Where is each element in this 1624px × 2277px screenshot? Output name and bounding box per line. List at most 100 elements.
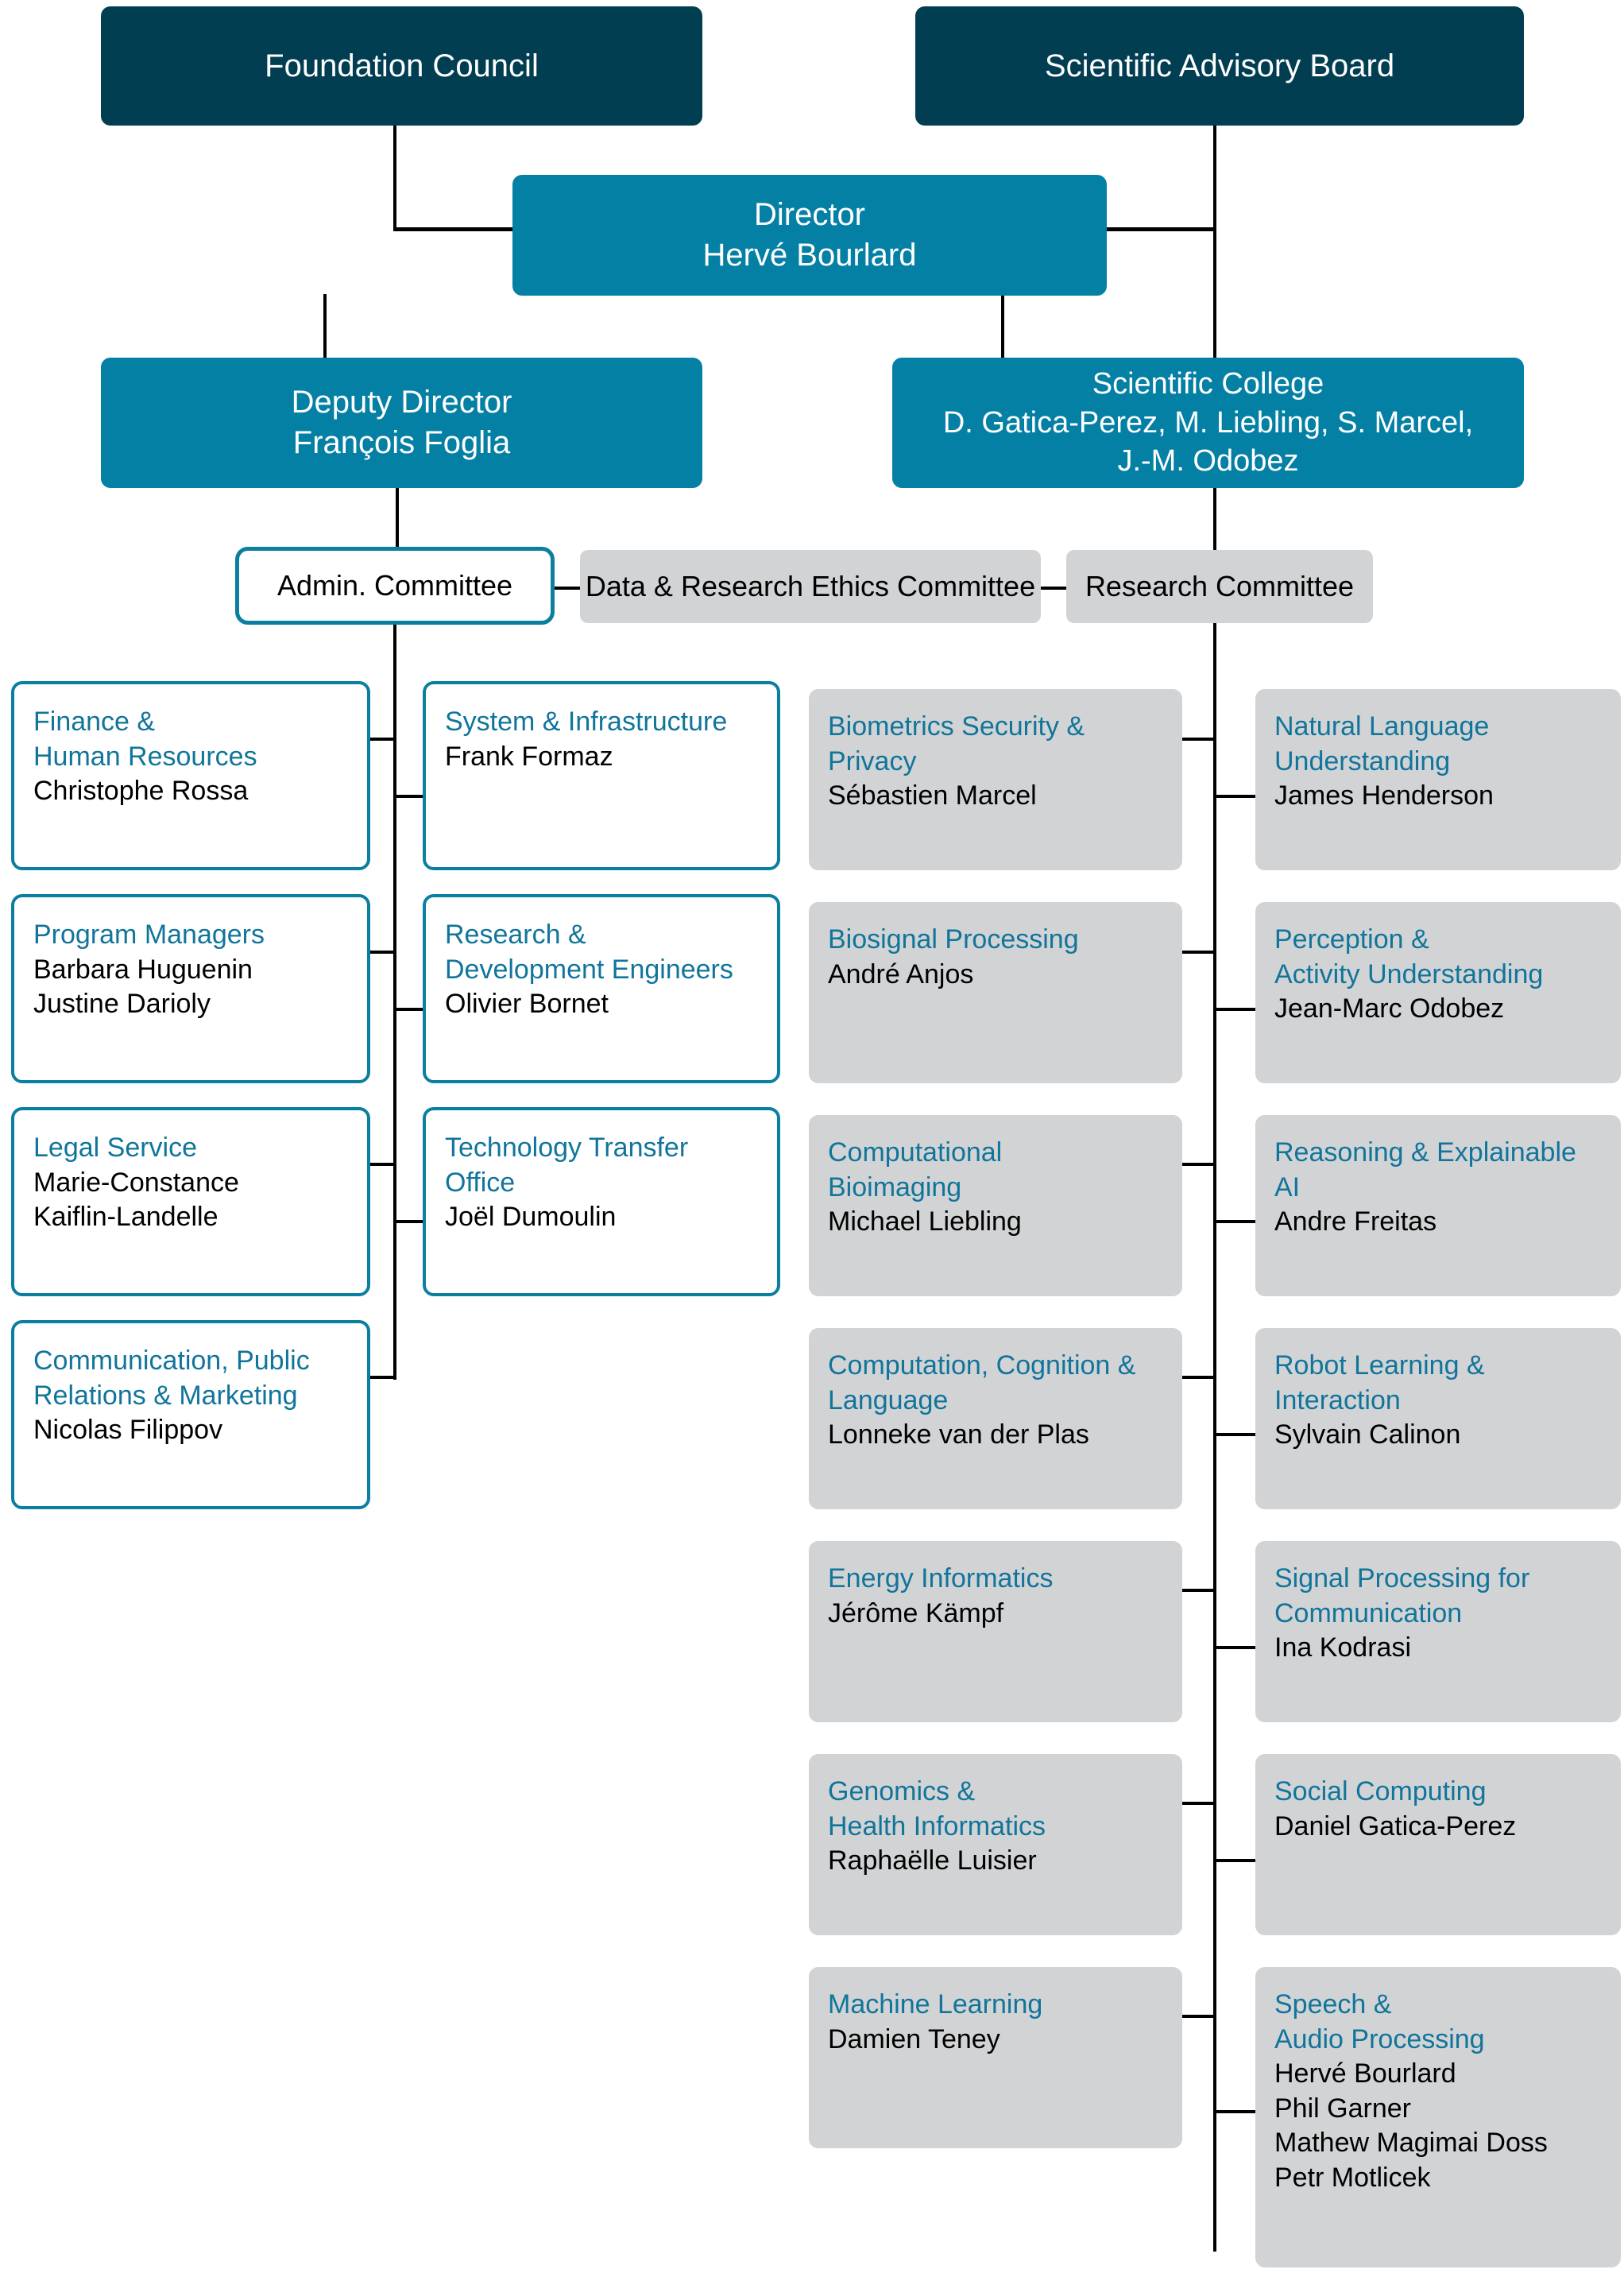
admin-unit-title-line2: Development Engineers — [445, 954, 733, 985]
connector-sab-stem — [1213, 123, 1216, 2252]
research-group-title-line2: Privacy — [828, 745, 917, 776]
research-group-title-line1: Signal Processing for — [1274, 1563, 1530, 1594]
admin-committee-label: Admin. Committee — [276, 569, 513, 602]
connector-foundation-council-to-director — [393, 227, 512, 231]
admin-unit-title-line1: Finance & — [33, 707, 156, 737]
research-group-title-line2: Understanding — [1274, 745, 1451, 776]
data-research-ethics-committee-label: Data & Research Ethics Committee — [585, 570, 1036, 602]
research-group-title-line1: Natural Language — [1274, 711, 1490, 742]
research-group-person: Lonneke van der Plas — [828, 1419, 1089, 1450]
scientific-advisory-board-box[interactable]: Scientific Advisory Board — [915, 6, 1524, 126]
research-group-box[interactable]: Computational Bioimaging Michael Lieblin… — [809, 1115, 1182, 1296]
connector-branch-col2-2 — [396, 1008, 423, 1011]
connector-branch-rg2-7 — [1213, 2110, 1255, 2113]
connector-sab-to-director — [1107, 227, 1216, 231]
research-group-title-line1: Energy Informatics — [828, 1563, 1054, 1594]
research-group-box[interactable]: Robot Learning & Interaction Sylvain Cal… — [1255, 1328, 1621, 1509]
connector-branch-rg2-3 — [1213, 1220, 1255, 1223]
research-group-box[interactable]: Biosignal Processing André Anjos — [809, 902, 1182, 1083]
admin-unit-box[interactable]: System & Infrastructure Frank Formaz — [423, 681, 780, 870]
scientific-college-role-label: Scientific College — [1092, 367, 1324, 401]
deputy-director-box[interactable]: Deputy Director François Foglia — [101, 358, 702, 488]
deputy-director-role-label: Deputy Director — [291, 384, 512, 420]
admin-unit-box[interactable]: Program Managers Barbara Huguenin Justin… — [11, 894, 370, 1083]
connector-branch-rg2-4 — [1213, 1433, 1255, 1436]
research-group-person: James Henderson — [1274, 780, 1494, 811]
research-group-box[interactable]: Signal Processing for Communication Ina … — [1255, 1541, 1621, 1722]
research-group-title-line1: Speech & — [1274, 1989, 1392, 2019]
connector-branch-rg1-4 — [1182, 1376, 1216, 1379]
admin-unit-person: Joël Dumoulin — [445, 1202, 617, 1233]
connector-branch-rg1-1 — [1182, 738, 1216, 741]
admin-unit-box[interactable]: Research & Development Engineers Olivier… — [423, 894, 780, 1083]
research-group-box[interactable]: Energy Informatics Jérôme Kämpf — [809, 1541, 1182, 1722]
connector-branch-col2-3 — [396, 1220, 423, 1223]
admin-unit-person: Marie-Constance — [33, 1167, 239, 1198]
admin-unit-title-line1: Legal Service — [33, 1133, 198, 1163]
connector-deputy-to-admin-committee — [396, 486, 399, 550]
connector-branch-col2-1 — [396, 795, 423, 798]
research-committee-box[interactable]: Research Committee — [1066, 550, 1373, 623]
director-box[interactable]: Director Hervé Bourlard — [512, 175, 1107, 296]
connector-branch-rg2-5 — [1213, 1646, 1255, 1649]
admin-unit-title-line1: Program Managers — [33, 920, 265, 950]
research-group-box[interactable]: Natural Language Understanding James Hen… — [1255, 689, 1621, 870]
research-group-person: Raphaëlle Luisier — [828, 1845, 1037, 1876]
connector-branch-rg1-3 — [1182, 1163, 1216, 1166]
admin-unit-title-line2: Human Resources — [33, 741, 257, 772]
research-group-box[interactable]: Genomics & Health Informatics Raphaëlle … — [809, 1754, 1182, 1935]
research-committee-label: Research Committee — [1085, 570, 1355, 602]
connector-director-to-deputy — [323, 294, 327, 358]
research-group-title-line1: Perception & — [1274, 924, 1429, 955]
research-group-person: Phil Garner — [1274, 2093, 1411, 2124]
director-role-label: Director — [753, 196, 866, 232]
connector-branch-rg2-1 — [1213, 795, 1255, 798]
research-group-box[interactable]: Speech & Audio Processing Hervé Bourlard… — [1255, 1967, 1621, 2267]
data-research-ethics-committee-box[interactable]: Data & Research Ethics Committee — [580, 550, 1041, 623]
research-group-box[interactable]: Social Computing Daniel Gatica-Perez — [1255, 1754, 1621, 1935]
research-group-person: Petr Motlicek — [1274, 2162, 1431, 2193]
research-group-person: Sylvain Calinon — [1274, 1419, 1461, 1450]
admin-unit-box[interactable]: Communication, Public Relations & Market… — [11, 1320, 370, 1509]
admin-unit-title-line1: System & Infrastructure — [445, 707, 728, 737]
research-group-person: Jean-Marc Odobez — [1274, 993, 1505, 1024]
admin-unit-title-line1: Technology Transfer — [445, 1133, 689, 1163]
connector-admin-trunk — [393, 625, 396, 1380]
connector-branch-col1-1 — [370, 738, 396, 741]
admin-committee-box[interactable]: Admin. Committee — [235, 547, 555, 625]
research-group-box[interactable]: Computation, Cognition & Language Lonnek… — [809, 1328, 1182, 1509]
research-group-title-line1: Social Computing — [1274, 1776, 1487, 1806]
scientific-college-box[interactable]: Scientific College D. Gatica-Perez, M. L… — [892, 358, 1524, 488]
research-group-title-line1: Machine Learning — [828, 1989, 1043, 2019]
admin-unit-title-line2: Office — [445, 1167, 516, 1198]
scientific-college-members-line2: J.-M. Odobez — [1117, 444, 1299, 478]
research-group-title-line2: Interaction — [1274, 1384, 1401, 1415]
research-group-title-line2: Bioimaging — [828, 1171, 962, 1202]
research-group-person: Andre Freitas — [1274, 1206, 1437, 1237]
connector-branch-rg1-7 — [1182, 2015, 1216, 2018]
research-group-box[interactable]: Biometrics Security & Privacy Sébastien … — [809, 689, 1182, 870]
connector-branch-rg2-2 — [1213, 1008, 1255, 1011]
scientific-advisory-board-label: Scientific Advisory Board — [1044, 48, 1395, 83]
research-group-box[interactable]: Reasoning & Explainable AI Andre Freitas — [1255, 1115, 1621, 1296]
research-group-title-line2: Activity Understanding — [1274, 958, 1544, 989]
director-name-label: Hervé Bourlard — [702, 238, 917, 273]
foundation-council-label: Foundation Council — [265, 48, 539, 83]
admin-unit-box[interactable]: Technology Transfer Office Joël Dumoulin — [423, 1107, 780, 1296]
connector-admin-to-ethics-committee — [555, 587, 580, 590]
research-group-person: Damien Teney — [828, 2023, 1000, 2054]
research-group-person: Sébastien Marcel — [828, 780, 1037, 811]
admin-unit-person: Frank Formaz — [445, 741, 613, 772]
admin-unit-box[interactable]: Legal Service Marie-Constance Kaiflin-La… — [11, 1107, 370, 1296]
admin-unit-person: Kaiflin-Landelle — [33, 1202, 218, 1233]
research-group-title-line1: Biosignal Processing — [828, 924, 1079, 955]
research-group-person: André Anjos — [828, 958, 974, 989]
research-group-box[interactable]: Perception & Activity Understanding Jean… — [1255, 902, 1621, 1083]
admin-unit-box[interactable]: Finance & Human Resources Christophe Ros… — [11, 681, 370, 870]
connector-branch-rg1-2 — [1182, 951, 1216, 954]
connector-college-to-research-committee — [1213, 486, 1216, 550]
research-group-title-line2: Communication — [1274, 1597, 1463, 1628]
foundation-council-box[interactable]: Foundation Council — [101, 6, 702, 126]
research-group-box[interactable]: Machine Learning Damien Teney — [809, 1967, 1182, 2148]
